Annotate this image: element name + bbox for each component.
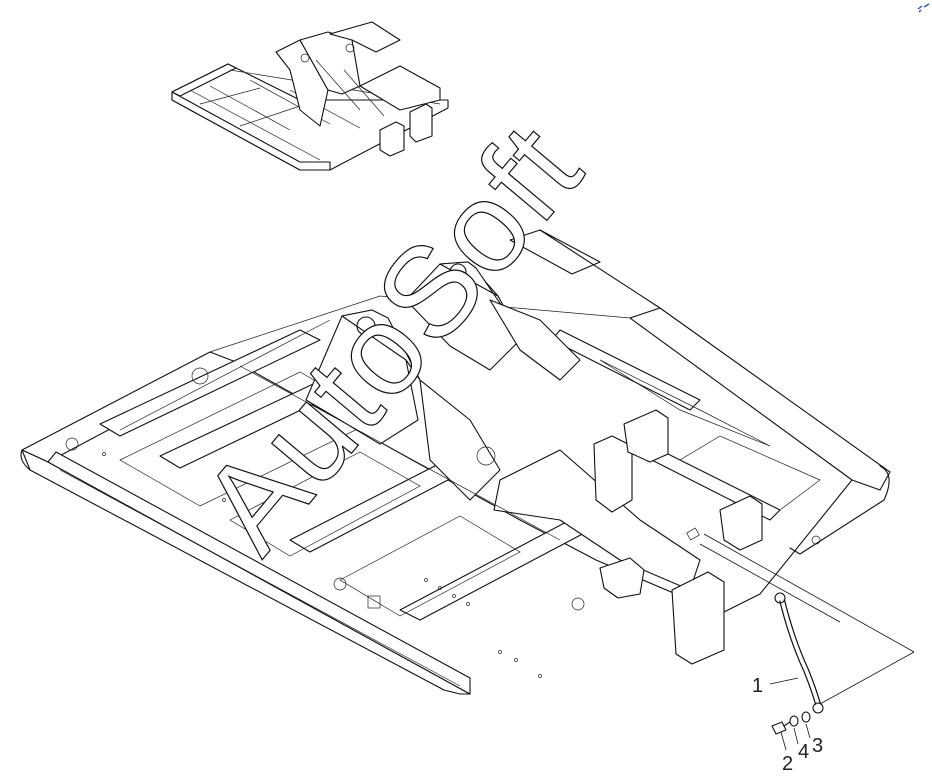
callout-3: 3 bbox=[812, 735, 823, 757]
ground-cable-part bbox=[774, 592, 824, 714]
corner-mark-icon bbox=[917, 3, 930, 13]
washer-part-3 bbox=[801, 711, 811, 723]
callout-1: 1 bbox=[752, 675, 763, 697]
callout-4: 4 bbox=[798, 741, 809, 763]
main-frame-assembly bbox=[20, 229, 891, 695]
bolt-part bbox=[771, 721, 791, 735]
overview-frame-thumbnail bbox=[171, 21, 449, 171]
washer-part-4 bbox=[789, 715, 799, 727]
leader-lines bbox=[699, 533, 915, 751]
callout-2: 2 bbox=[782, 753, 793, 775]
